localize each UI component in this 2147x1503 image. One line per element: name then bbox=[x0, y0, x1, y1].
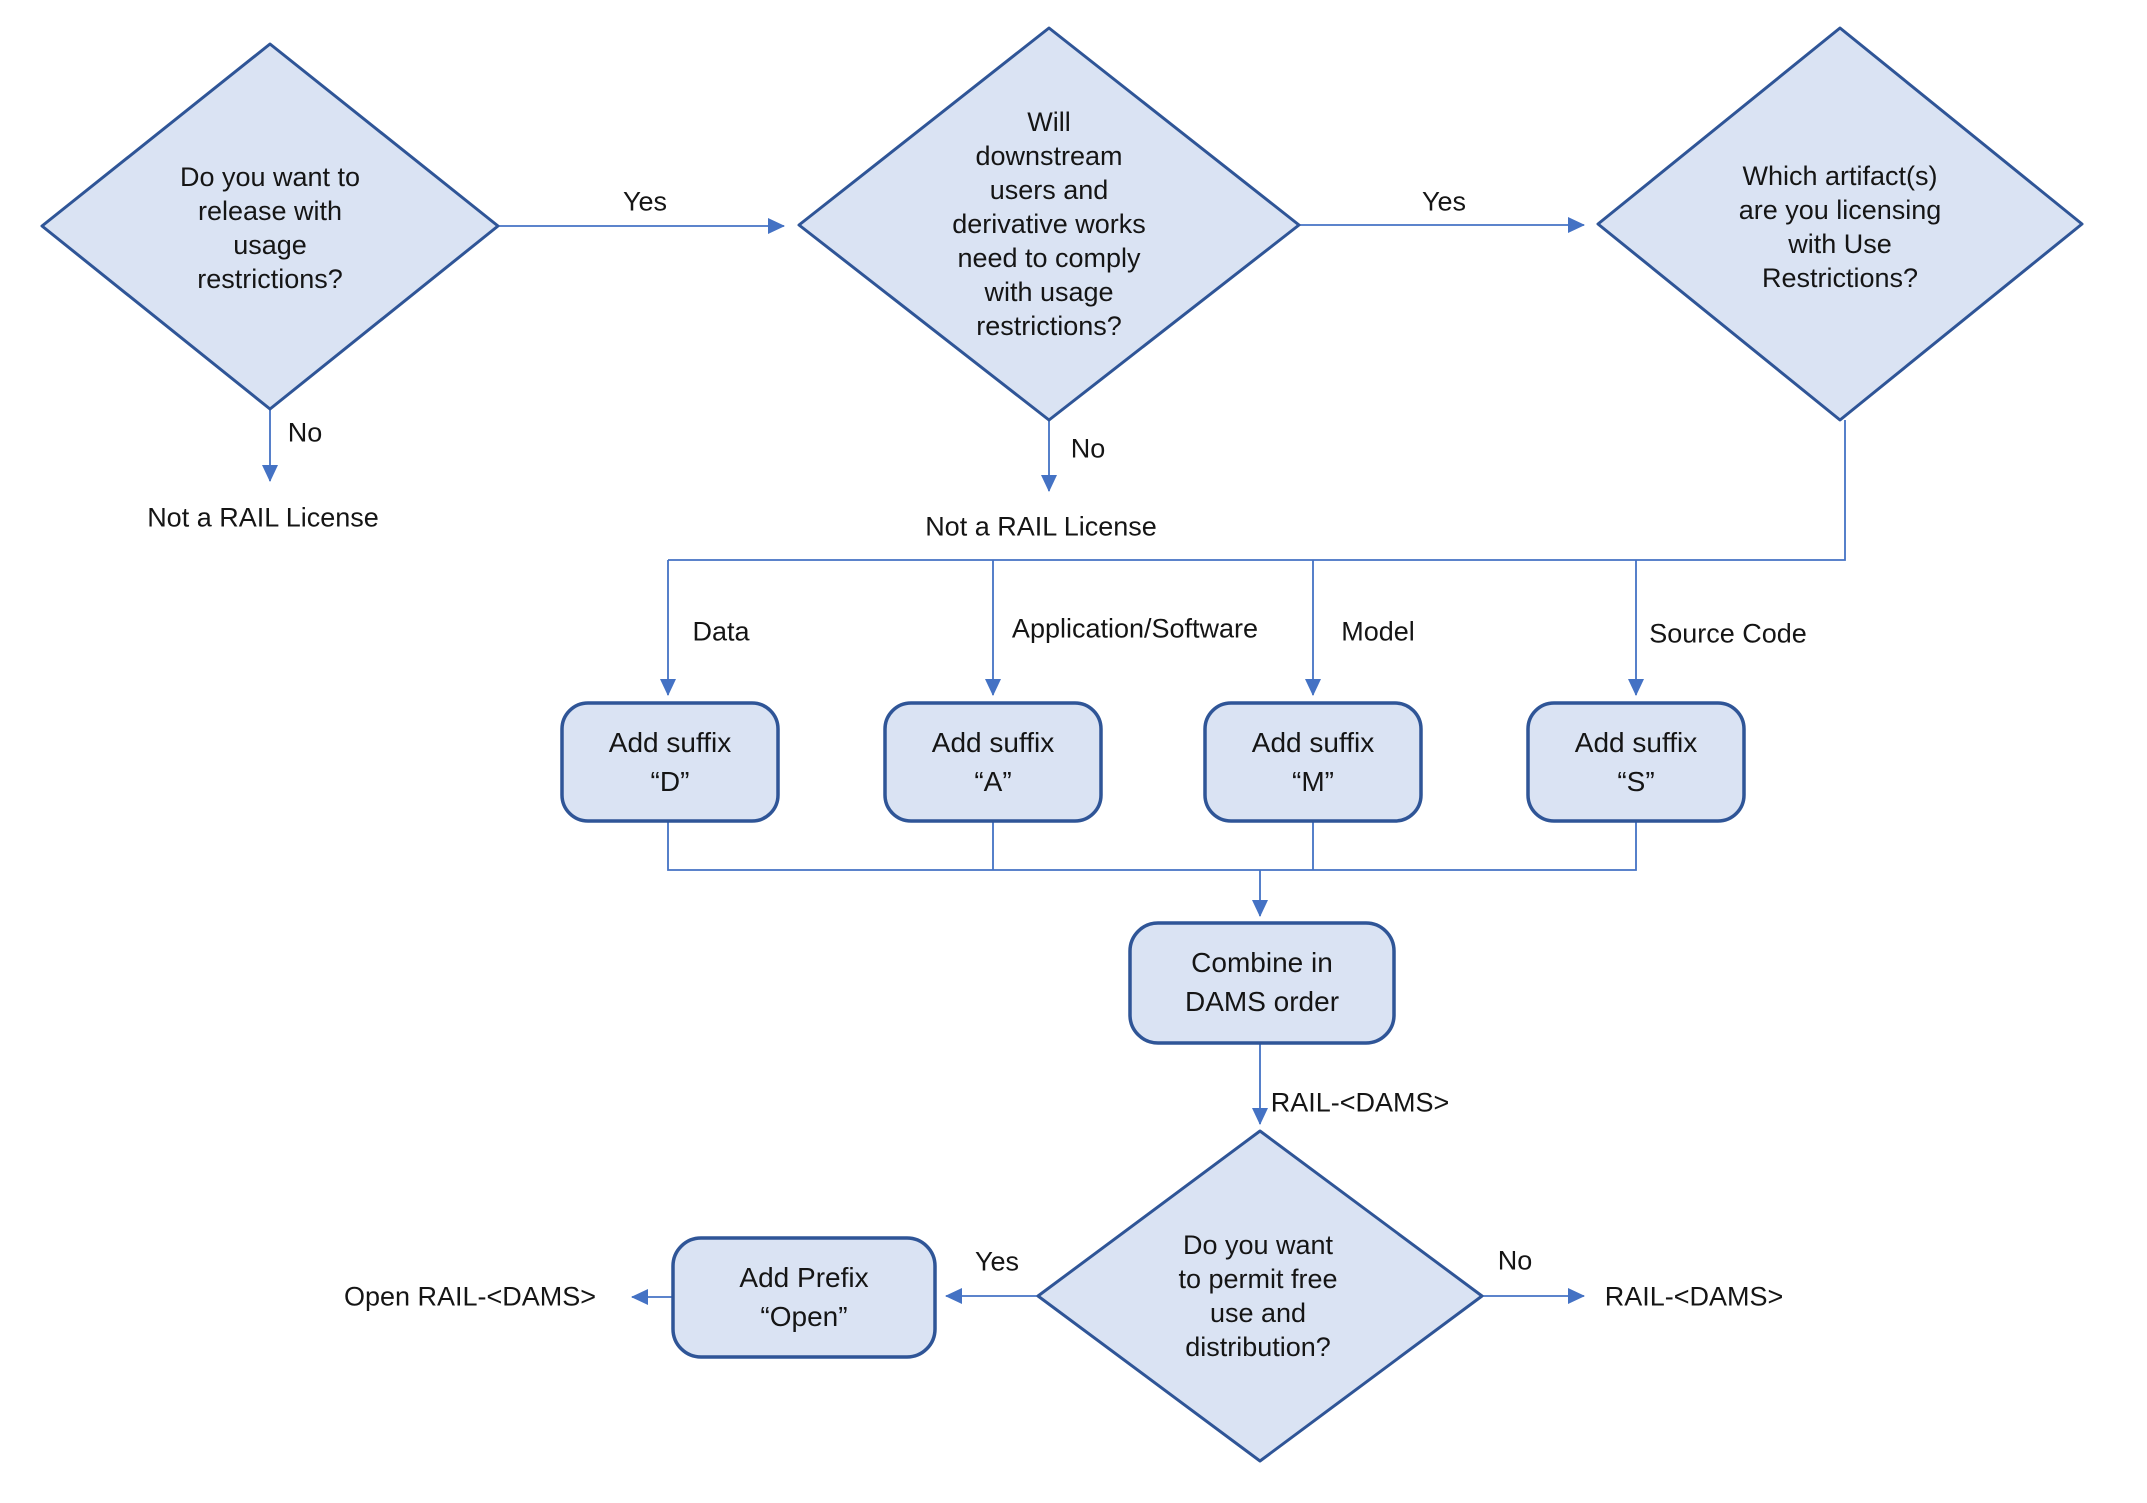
process-suffix-m bbox=[1203, 701, 1423, 823]
process-suffix-a-label: Add suffix “A” bbox=[931, 727, 1055, 797]
process-add-prefix-open bbox=[671, 1236, 937, 1359]
decision-which-artifact bbox=[1596, 26, 2084, 422]
process-suffix-s bbox=[1526, 701, 1746, 823]
process-combine-dams bbox=[1128, 921, 1396, 1045]
decision-free-use-label: Do you want to permit free use and distr… bbox=[1178, 1230, 1338, 1362]
edge-label-source-code: Source Code bbox=[1649, 618, 1807, 649]
terminal-not-rail-mid: Not a RAIL License bbox=[925, 511, 1157, 542]
edge-artifact-distribution bbox=[668, 420, 1846, 561]
process-add-prefix-open-label: Add Prefix “Open” bbox=[739, 1262, 869, 1332]
edge-label-application: Application/Software bbox=[1011, 613, 1259, 644]
decision-downstream-comply-label: Will downstream users and derivative wor… bbox=[952, 107, 1146, 341]
process-suffix-m-label: Add suffix “M” bbox=[1251, 727, 1375, 797]
edge-label-no-free: No bbox=[1497, 1245, 1533, 1276]
process-suffix-a bbox=[883, 701, 1103, 823]
decision-release-restrictions-label: Do you want to release with usage restri… bbox=[179, 162, 361, 294]
process-suffix-d bbox=[560, 701, 780, 823]
edge-label-yes-free: Yes bbox=[974, 1246, 1020, 1277]
terminal-not-rail-left: Not a RAIL License bbox=[147, 502, 379, 533]
terminal-open-rail-dams: Open RAIL-<DAMS> bbox=[343, 1281, 597, 1312]
decision-downstream-comply bbox=[797, 26, 1301, 422]
edge-label-rail-dams: RAIL-<DAMS> bbox=[1270, 1087, 1450, 1118]
edge-label-yes-downstream: Yes bbox=[1421, 186, 1467, 217]
process-suffix-d-label: Add suffix “D” bbox=[608, 727, 732, 797]
edge-label-no-downstream: No bbox=[1070, 433, 1106, 464]
process-suffix-s-label: Add suffix “S” bbox=[1574, 727, 1698, 797]
decision-release-restrictions bbox=[40, 42, 500, 411]
edge-label-yes-release: Yes bbox=[622, 186, 668, 217]
edge-label-no-release: No bbox=[287, 417, 323, 448]
decision-which-artifact-label: Which artifact(s) are you licensing with… bbox=[1738, 161, 1942, 293]
process-combine-dams-label: Combine in DAMS order bbox=[1184, 947, 1340, 1017]
edge-merge-bus bbox=[667, 821, 1637, 871]
edge-label-data: Data bbox=[692, 616, 750, 647]
decision-free-use bbox=[1036, 1129, 1484, 1463]
edge-label-model: Model bbox=[1341, 616, 1415, 647]
terminal-rail-dams: RAIL-<DAMS> bbox=[1604, 1281, 1784, 1312]
